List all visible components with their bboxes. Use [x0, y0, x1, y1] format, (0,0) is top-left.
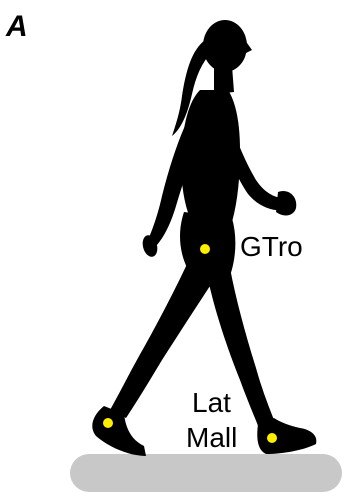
lat-mall-front-marker-dot [267, 433, 277, 443]
gtro-marker-dot [200, 244, 210, 254]
lat-mall-label-line1: Lat [192, 389, 231, 417]
lat-mall-back-marker-dot [103, 418, 113, 428]
lat-mall-label-line2: Mall [186, 424, 237, 452]
gtro-label: GTro [240, 233, 303, 261]
treadmill-belt [70, 454, 342, 492]
panel-label: A [6, 12, 28, 42]
